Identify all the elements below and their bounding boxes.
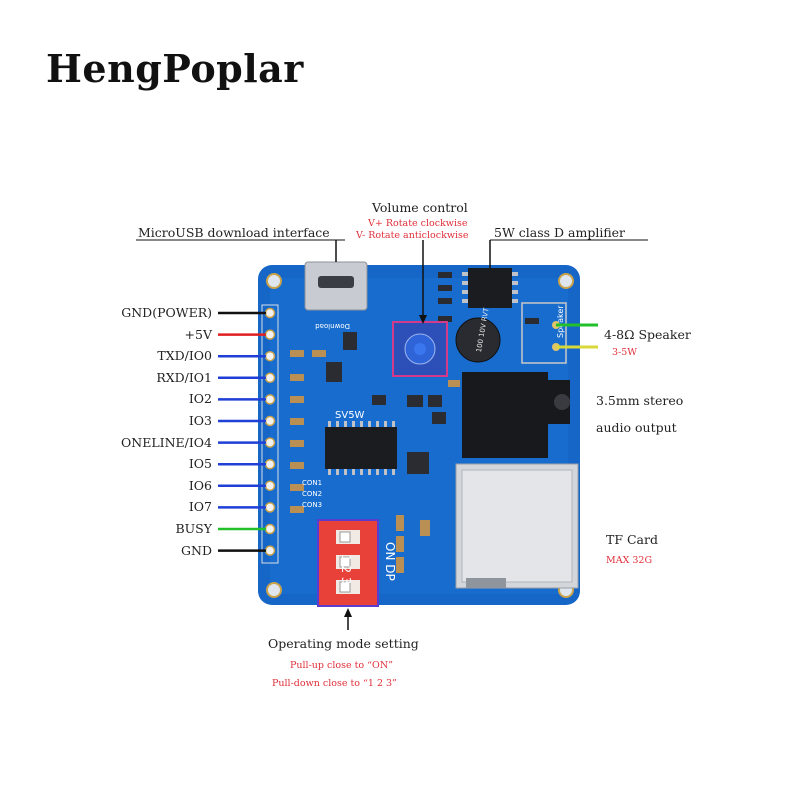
tf-max-note: MAX 32G — [606, 555, 653, 566]
pin-label: GND(POWER) — [121, 305, 212, 320]
pin-label: +5V — [184, 326, 212, 342]
con-label: CON3 — [302, 501, 322, 509]
pin-label: IO7 — [188, 499, 212, 515]
audio-label-2: audio output — [596, 420, 677, 435]
volume-title: Volume control — [372, 200, 468, 215]
pin-dot — [264, 329, 276, 340]
electrolytic-capacitor — [455, 317, 501, 363]
pin-label: BUSY — [175, 521, 212, 536]
pin-dot — [264, 415, 276, 427]
mount-hole — [558, 273, 574, 289]
mount-hole — [266, 582, 282, 598]
pin-dot — [264, 437, 276, 448]
mode-down-note: Pull-down close to “1 2 3” — [272, 678, 397, 689]
dip-num-silk: 1 2 3 — [339, 554, 353, 585]
speaker-label: 4-8Ω Speaker — [604, 327, 691, 342]
con-label: CON1 — [302, 479, 322, 487]
pin-label: GND — [181, 542, 212, 558]
pin-dot — [264, 523, 276, 535]
mode-up-note: Pull-up close to “ON” — [290, 660, 393, 671]
audio-label-1: 3.5mm stereo — [596, 393, 684, 408]
main-chip — [325, 427, 397, 469]
speaker-power-note: 3-5W — [612, 347, 638, 358]
download-silk: Download — [315, 322, 350, 330]
pin-label: IO6 — [188, 477, 212, 493]
audio-jack — [462, 372, 548, 458]
con-label: CON2 — [302, 490, 322, 498]
pin-label: RXD/IO1 — [156, 369, 212, 385]
chip-silk: SV5W — [335, 410, 365, 421]
dip-on-silk: ON DP — [383, 542, 397, 581]
pin-dot — [264, 458, 276, 470]
pin-label: IO2 — [188, 391, 212, 407]
volume-down-note: V- Rotate anticlockwise — [356, 230, 469, 241]
brand-title: HengPoplar — [46, 46, 304, 91]
pin-dot — [264, 480, 276, 492]
volume-up-note: V+ Rotate clockwise — [368, 218, 468, 229]
pin-dot — [264, 545, 276, 556]
pin-dot — [264, 372, 276, 384]
mode-title: Operating mode setting — [268, 636, 419, 651]
amplifier-chip — [468, 268, 512, 308]
pin-label: IO3 — [188, 413, 212, 428]
pin-header-silk — [261, 304, 279, 564]
pin-dot — [264, 307, 276, 319]
pin-label: IO5 — [188, 456, 212, 472]
speaker-silk: Speaker — [556, 305, 565, 338]
mount-hole — [266, 273, 282, 289]
pin-dot — [264, 394, 276, 405]
pin-label: TXD/IO0 — [157, 348, 212, 364]
amplifier-label: 5W class D amplifier — [494, 225, 626, 240]
tf-card-label: TF Card — [606, 532, 658, 547]
pin-label: ONELINE/IO4 — [121, 434, 212, 450]
pin-dot — [264, 350, 276, 362]
usb-label: MicroUSB download interface — [138, 225, 330, 240]
pin-dot — [264, 502, 276, 513]
speaker-terminal — [521, 302, 567, 364]
